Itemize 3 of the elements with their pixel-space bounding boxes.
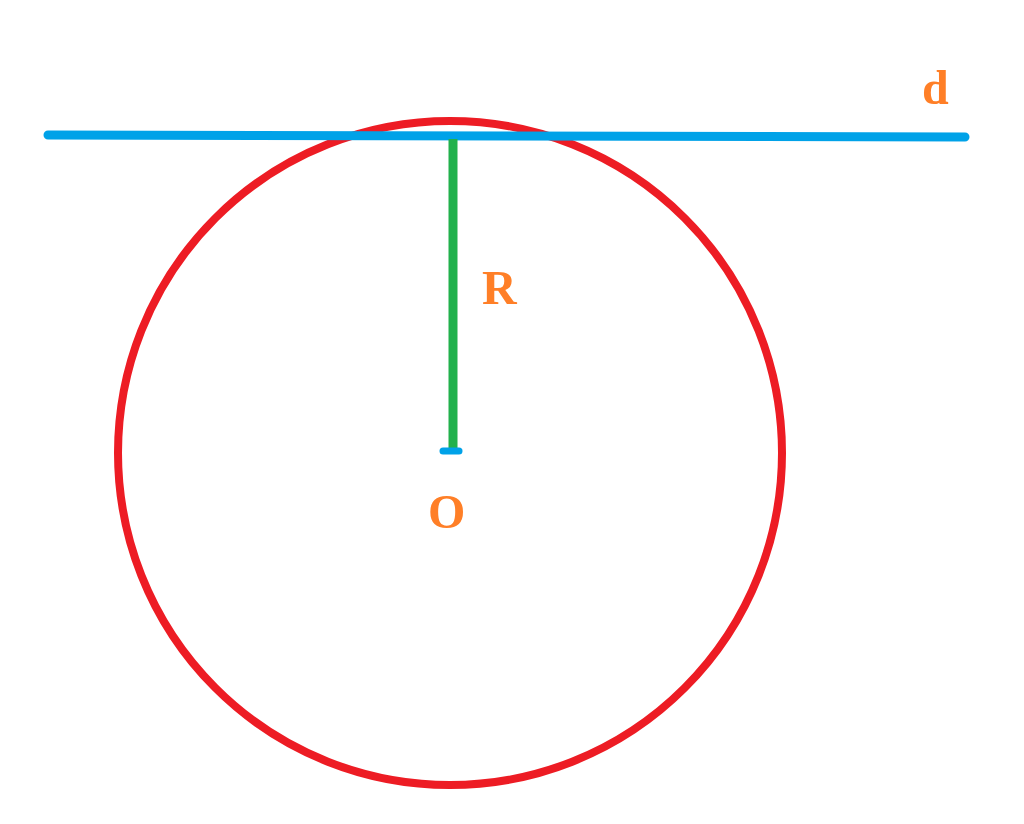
- radius-label: R: [482, 264, 517, 312]
- line-label: d: [922, 64, 949, 112]
- center-label: O: [428, 488, 466, 536]
